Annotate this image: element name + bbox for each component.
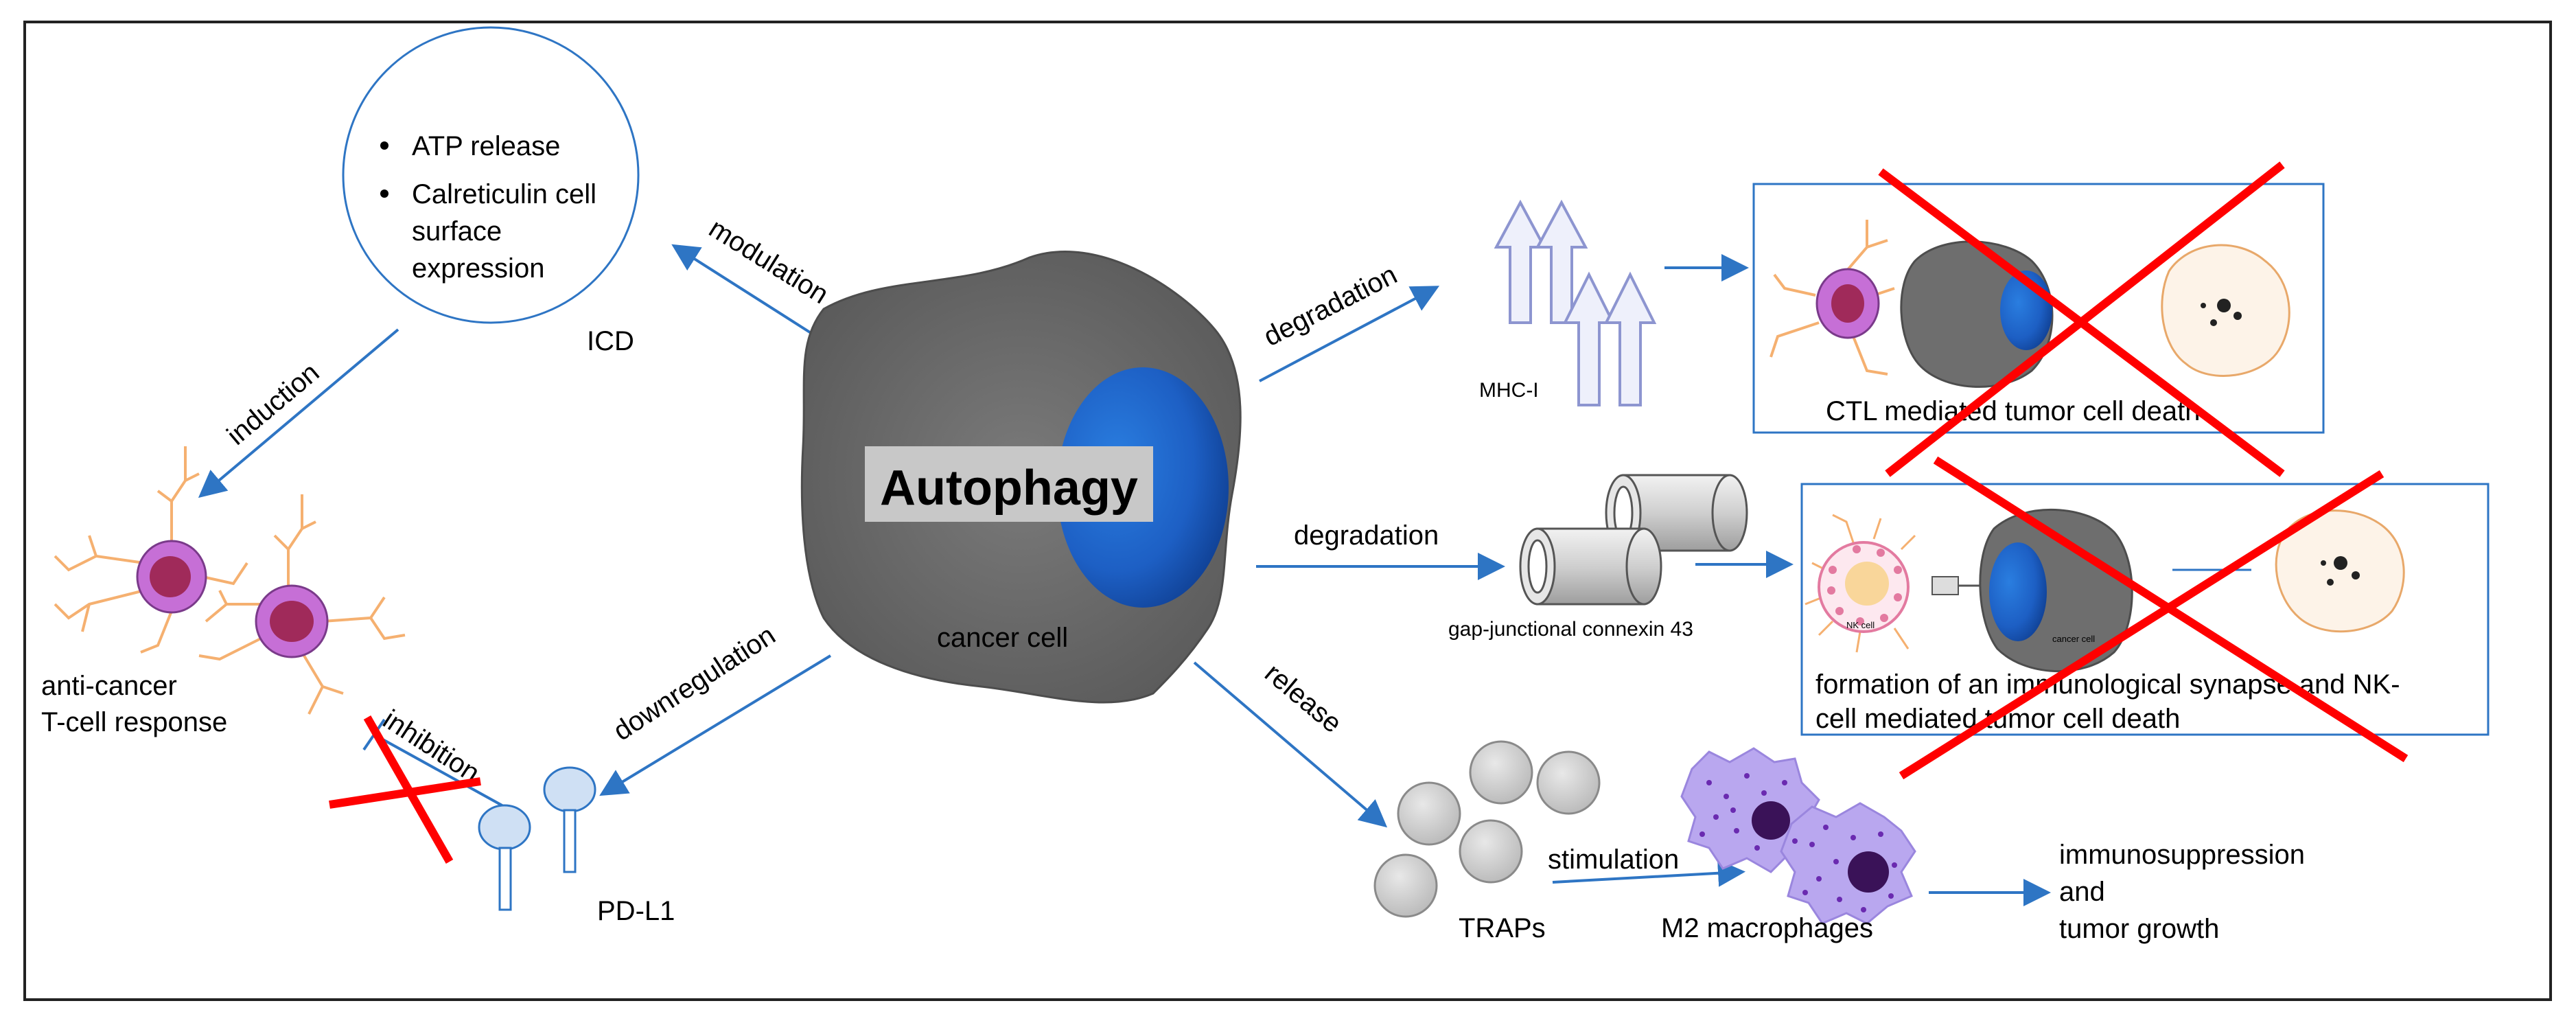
ctl-caption: CTL mediated tumor cell death (1826, 396, 2200, 426)
downregulation-arrow (599, 654, 832, 796)
modulation-label: modulation (704, 213, 833, 310)
t-cell-1 (54, 446, 248, 654)
trap-vesicle (1397, 781, 1461, 846)
trap-vesicle (1469, 740, 1533, 805)
pd-l1-head (543, 766, 596, 813)
trap-vesicle (1459, 819, 1523, 884)
t-cell-2 (198, 494, 406, 715)
synapse-connector (1931, 576, 1959, 595)
nk-cell-label: NK cell (1846, 620, 1875, 630)
icd-label: ICD (587, 326, 634, 356)
pd-l1: PD-L1 (478, 766, 675, 926)
bullet-icon (380, 189, 388, 198)
bullet-icon (380, 141, 388, 150)
nk-granules (1827, 545, 1902, 625)
icd-circle (342, 26, 640, 324)
degradation-label-mhc: degradation (1259, 260, 1402, 352)
ctl-dead-cell (2161, 244, 2290, 377)
nk-target-cancer-nucleus (1989, 542, 2047, 641)
cancer-cell-label: cancer cell (937, 623, 1068, 653)
outcome-line2: and (2059, 877, 2105, 907)
figure-frame (23, 21, 2552, 1001)
cancer-cell: Autophagy cancer cell (800, 250, 1242, 704)
nk-cancer-cell-label: cancer cell (2052, 634, 2095, 644)
connexin-cylinder-front (1519, 527, 1662, 606)
icd-panel: ATP release Calreticulin cell surface ex… (342, 26, 640, 356)
nk-panel: NK cell cancer cell formation of an immu… (1800, 456, 2490, 780)
pd-l1-label: PD-L1 (597, 896, 675, 926)
t-cell-label-1: anti-cancer (41, 671, 177, 701)
icd-bullet-2: Calreticulin cell (412, 179, 596, 209)
icd-bullet-2-cont: surface (412, 216, 502, 246)
ctl-panel: CTL mediated tumor cell death (1752, 161, 2325, 477)
icd-bullet-1: ATP release (412, 131, 560, 161)
macrophage-nucleus (1752, 801, 1790, 840)
nk-dead-cell (2275, 509, 2405, 633)
degradation-label-cx: degradation (1294, 520, 1439, 551)
degradation-mhc-arrow (1259, 286, 1440, 382)
connexin-43: gap-junctional connexin 43 (1448, 474, 1748, 641)
outcome: immunosuppression and tumor growth (2059, 840, 2305, 944)
pd-l1-stem (563, 809, 577, 873)
mhc-i-molecule (1603, 271, 1657, 406)
m2-macrophages: M2 macrophages (1661, 747, 1916, 943)
stimulation-label: stimulation (1548, 844, 1679, 875)
mhc-i-molecule (1494, 199, 1547, 324)
trap-vesicle (1373, 853, 1438, 918)
trap-vesicle (1536, 750, 1601, 815)
traps-label: TRAPs (1459, 913, 1546, 943)
m2-macrophages-label: M2 macrophages (1661, 913, 1873, 943)
red-cross-icon (1885, 161, 2285, 477)
autophagy-label-box (865, 446, 1153, 522)
mhc-i-label: MHC-I (1479, 379, 1539, 402)
connexin-label: gap-junctional connexin 43 (1448, 618, 1693, 641)
t-cell-label-2: T-cell response (41, 707, 227, 737)
arrows (198, 244, 2144, 906)
induction-arrow (198, 328, 399, 498)
modulation-arrow (671, 244, 828, 345)
autophagy-title: Autophagy (880, 461, 1138, 516)
ctl-t-cell-nucleus (1831, 284, 1864, 323)
release-arrow (1193, 661, 1388, 828)
stimulation-arrow (1552, 859, 1745, 887)
mhc-i-molecule (1562, 271, 1616, 406)
downregulation-label: downregulation (608, 620, 781, 747)
t-cell-cluster: anti-cancer T-cell response (41, 446, 406, 737)
t-cell-1-nucleus (150, 556, 191, 597)
red-cross-icon (1899, 470, 2384, 780)
inhibition-blocked: inhibition (329, 704, 505, 864)
pd-l1-head (478, 804, 531, 851)
outcome-line3: tumor growth (2059, 914, 2219, 944)
red-cross-icon (329, 777, 481, 809)
macrophage-nucleus (1848, 851, 1889, 893)
t-cell-2-nucleus (270, 601, 314, 642)
nk-cell-nucleus (1845, 562, 1889, 606)
icd-bullet-2-cont: expression (412, 253, 544, 284)
mhc-i: MHC-I (1479, 199, 1657, 406)
outcome-line1: immunosuppression (2059, 840, 2305, 870)
inhibition-line (373, 733, 505, 808)
macrophage-granules (1699, 773, 1897, 912)
traps: TRAPs (1373, 740, 1601, 943)
release-label: release (1259, 658, 1347, 739)
pd-l1-stem (498, 847, 512, 911)
